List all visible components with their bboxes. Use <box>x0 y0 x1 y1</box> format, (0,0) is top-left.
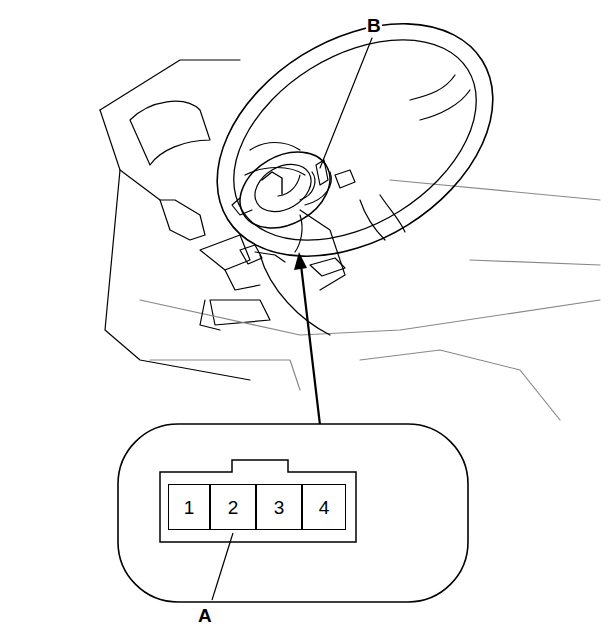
pin-number: 1 <box>184 498 195 517</box>
pin-number: 4 <box>319 498 330 517</box>
connector-pin: 3 <box>256 484 302 530</box>
connector-pin: 4 <box>302 484 346 530</box>
callout-letter: A <box>197 606 213 625</box>
callout-letter: B <box>366 16 382 35</box>
connector-pin: 2 <box>210 484 256 530</box>
connector-pin: 1 <box>168 484 210 530</box>
pin-number: 3 <box>274 498 285 517</box>
pin-number: 2 <box>228 498 239 517</box>
